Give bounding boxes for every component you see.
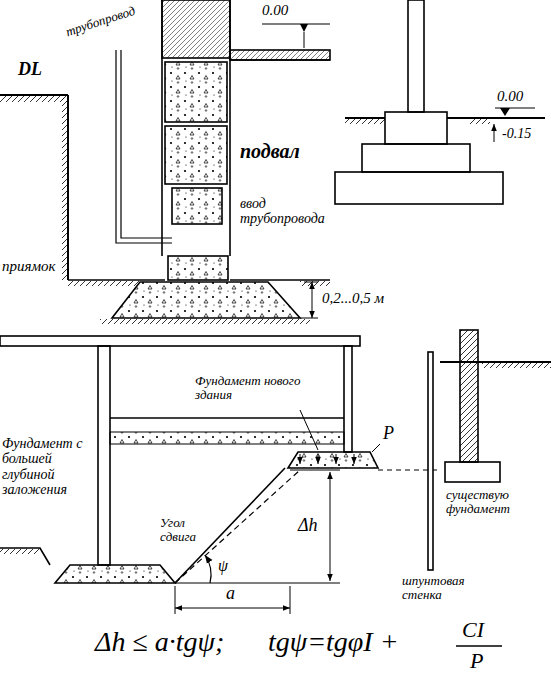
room-label: подвал: [240, 140, 300, 162]
formula: tgψ=tgφI +: [268, 627, 399, 658]
pipe-entry-label: ввод трубопровода: [240, 196, 330, 227]
sheet-pile-label: шпунтовая стенка: [402, 574, 480, 603]
formula: Δh ≤ a·tgψ;: [95, 627, 224, 658]
dimension-label: 0,2...0,5 м: [322, 290, 384, 307]
elevation-mark: 0.00: [262, 2, 288, 19]
pit-label: приямок: [2, 258, 56, 275]
elevation-mark: -0.15: [502, 126, 531, 141]
dimension-label: a: [226, 584, 235, 604]
pipe-label: трубопровод: [64, 4, 137, 40]
level-mark: DL: [18, 60, 42, 80]
elevation-mark: 0.00: [497, 88, 523, 105]
foundation-label: Фундамент нового здания: [195, 374, 335, 403]
basement-section: [0, 0, 330, 324]
formula: P: [470, 649, 483, 673]
adjacent-foundations: [0, 330, 551, 646]
formula: CI: [462, 618, 484, 642]
stepped-footing: [335, 0, 545, 204]
foundation-label: существую фундамент: [446, 488, 546, 517]
angle-label: Угол сдвига: [160, 516, 222, 545]
load-label: P: [383, 424, 394, 444]
angle-symbol: ψ: [218, 557, 228, 575]
dimension-label: Δh: [298, 516, 318, 536]
foundation-label: Фундамент с большей глубиной заложения: [2, 436, 94, 498]
